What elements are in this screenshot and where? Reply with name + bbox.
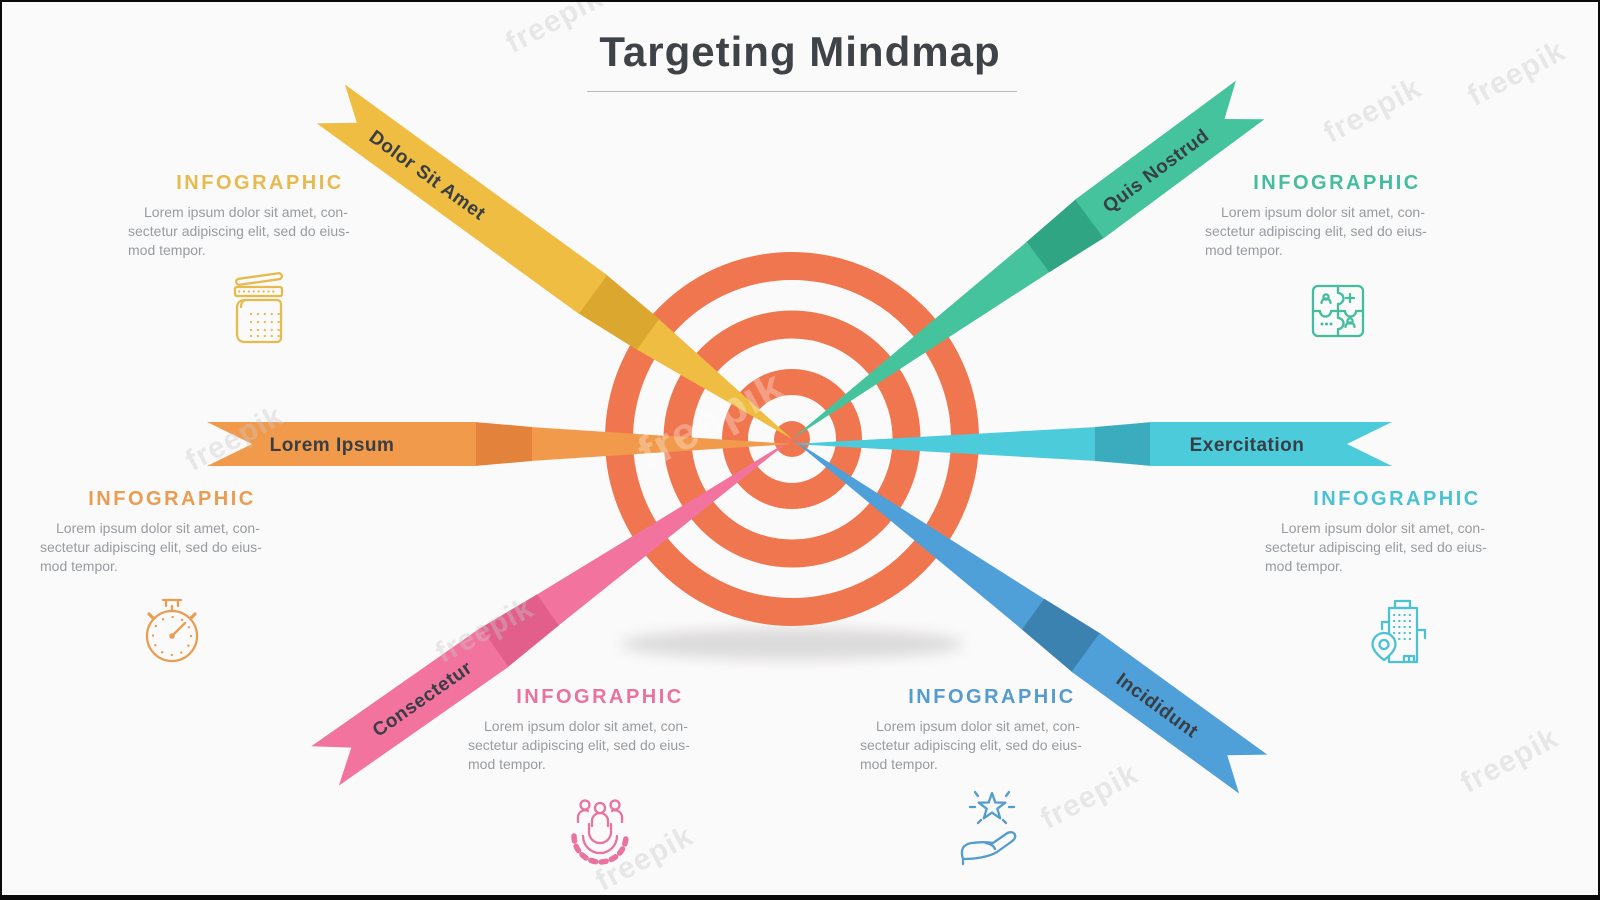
section-bottom-left: INFOGRAPHIC Lorem ipsum dolor sit amet, … (460, 686, 740, 868)
building-pin-icon (1371, 599, 1427, 664)
ribbon-fold (1021, 598, 1102, 673)
team-gear-icon (571, 799, 629, 865)
ribbon-label: Exercitation (1190, 435, 1305, 456)
section-heading: INFOGRAPHIC (908, 686, 1076, 708)
section-body: Lorem ipsum dolor sit amet, con- sectetu… (128, 204, 350, 259)
ribbon-banner (316, 84, 608, 314)
hand-star-icon (960, 790, 1017, 866)
section-heading: INFOGRAPHIC (176, 172, 344, 194)
ribbon-exercitation: Exercitation (792, 422, 1392, 466)
ribbon-fold (577, 273, 660, 350)
ribbon-lorem-ipsum: Lorem Ipsum (207, 422, 792, 466)
section-body: Lorem ipsum dolor sit amet, con- sectetu… (1265, 520, 1487, 575)
ribbon-fold (1026, 198, 1106, 273)
stopwatch-icon (145, 598, 199, 663)
ribbon-banner (311, 627, 509, 786)
ribbon-consectetur: Consectetur (311, 439, 792, 786)
section-top-left: INFOGRAPHIC Lorem ipsum dolor sit amet, … (120, 172, 400, 354)
section-left: INFOGRAPHIC Lorem ipsum dolor sit amet, … (32, 488, 312, 670)
section-body: Lorem ipsum dolor sit amet, con- sectetu… (860, 718, 1082, 773)
section-heading: INFOGRAPHIC (1253, 172, 1421, 194)
ribbon-label: Lorem Ipsum (270, 435, 395, 456)
puzzle-icon (1311, 284, 1365, 338)
ribbon-taper (792, 427, 1097, 461)
section-heading: INFOGRAPHIC (516, 686, 684, 708)
ribbon-banner (1150, 422, 1392, 466)
ribbon-incididunt: Incididunt (792, 439, 1268, 794)
title-underline (587, 91, 1017, 92)
section-bottom-right: INFOGRAPHIC Lorem ipsum dolor sit amet, … (852, 686, 1132, 868)
ribbon-fold (474, 422, 532, 466)
target-ring-inner (722, 369, 862, 509)
ribbon-banner (1075, 80, 1265, 239)
ribbon-taper (792, 240, 1051, 439)
target-shadow (620, 628, 964, 660)
calendar-pencil-icon (233, 272, 284, 344)
section-top-right: INFOGRAPHIC Lorem ipsum dolor sit amet, … (1197, 172, 1477, 354)
section-right: INFOGRAPHIC Lorem ipsum dolor sit amet, … (1257, 488, 1537, 674)
page-title: Targeting Mindmap (599, 28, 1001, 75)
ribbon-banner (1071, 632, 1268, 794)
ribbon-taper (530, 427, 792, 461)
ribbon-fold (479, 594, 559, 669)
ribbon-fold (1095, 422, 1152, 466)
section-heading: INFOGRAPHIC (1313, 488, 1481, 510)
ribbon-taper (535, 439, 792, 627)
ribbon-banner (207, 422, 476, 466)
section-heading: INFOGRAPHIC (88, 488, 256, 510)
section-body: Lorem ipsum dolor sit amet, con- sectetu… (40, 520, 262, 575)
section-body: Lorem ipsum dolor sit amet, con- sectetu… (468, 718, 690, 773)
ribbon-taper (635, 317, 792, 439)
section-body: Lorem ipsum dolor sit amet, con- sectetu… (1205, 204, 1427, 259)
ribbon-taper (792, 439, 1046, 631)
